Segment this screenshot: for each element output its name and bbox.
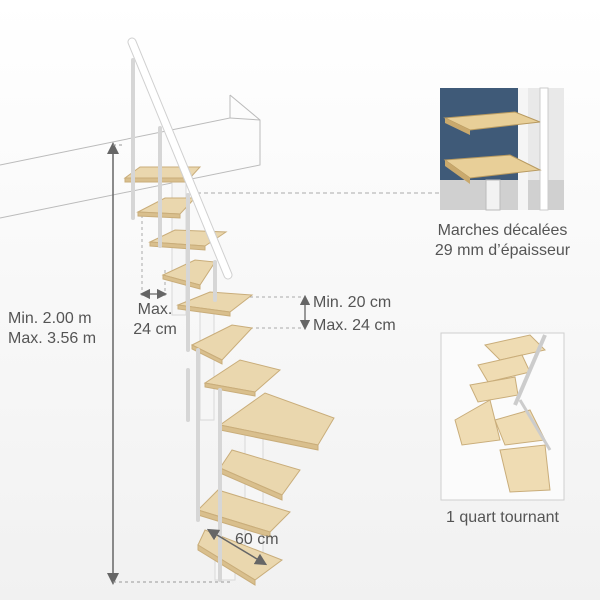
height-max-label: Max. 3.56 m [8, 330, 97, 347]
photo-quarter-turn [440, 332, 565, 501]
height-min-label: Min. 2.00 m [8, 310, 92, 327]
feature-offset-treads-line1: Marches décalées [437, 222, 568, 239]
going-max-label: Max. [137, 301, 173, 318]
feature-quarter-turn: 1 quart tournant [446, 509, 559, 526]
photo-offset-treads [440, 87, 564, 211]
rise-min-label: Min. 20 cm [313, 294, 392, 311]
treads [123, 166, 335, 586]
width-label: 60 cm [235, 531, 279, 548]
feature-offset-treads-line2: 29 mm d’épaisseur [434, 242, 571, 259]
width-dimension-arrow [206, 528, 268, 566]
floor-slab [0, 94, 261, 219]
going-max-value: 24 cm [133, 321, 177, 338]
rise-max-label: Max. 24 cm [313, 317, 396, 334]
handrail [127, 37, 233, 582]
